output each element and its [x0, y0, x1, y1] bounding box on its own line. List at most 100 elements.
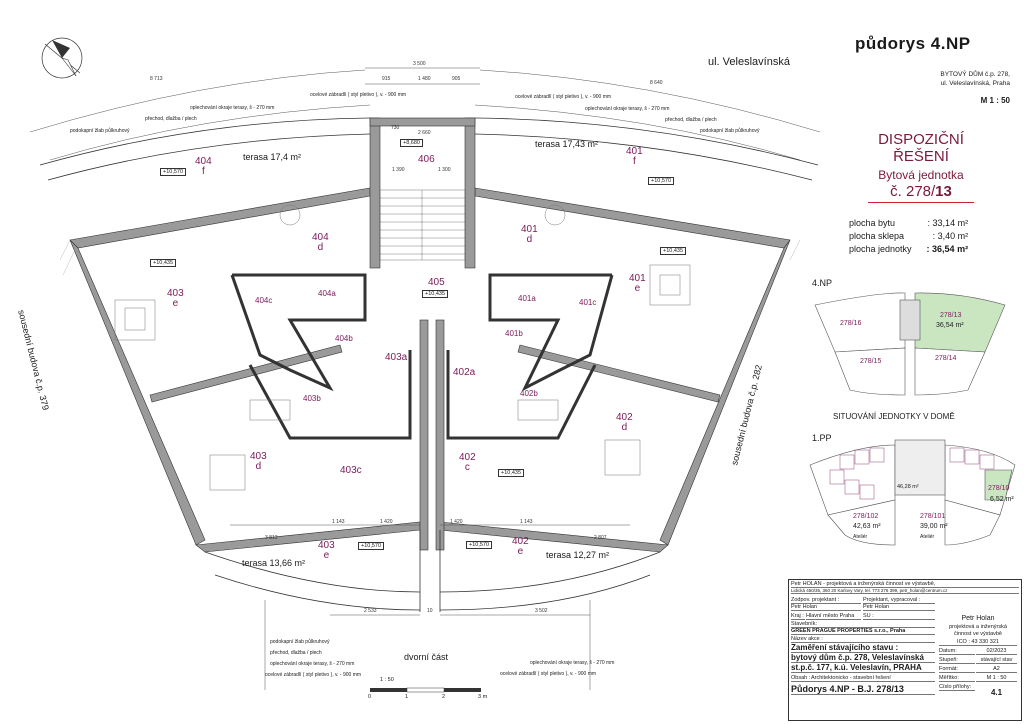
terrace-label: terasa 17,4 m² [243, 152, 302, 162]
level-marker: +10,435 [422, 290, 449, 298]
key-unit-label: 278/15 [860, 358, 882, 365]
room-id: 403 [167, 288, 184, 299]
obsah-label: Obsah : [791, 675, 811, 682]
unit-underline [868, 202, 974, 203]
stavebnik-value: GREEN PRAGUE PROPERTIES s.r.o., Praha [791, 628, 935, 635]
unit-number-prefix: č. 278/ [890, 183, 936, 200]
key-unit-label-highlight: 278/13 [940, 312, 962, 319]
right-desc: činnost ve výstavbě [954, 631, 1002, 637]
legend-bottom-line: podokapní žlab půlkruhový [270, 639, 330, 645]
disposition-title-line: DISPOZIČNÍ [878, 131, 964, 148]
room-id: 401 [521, 224, 538, 235]
meta-label: Číslo přílohy: [939, 684, 975, 691]
dimension-label: 1 143 [520, 519, 533, 525]
room-sub: f [201, 166, 205, 177]
core-walls [230, 273, 614, 440]
level-marker: +10,570 [160, 168, 187, 176]
meta-value: A2 [976, 666, 1017, 673]
area-label: plocha bytu [849, 218, 896, 228]
meta-value: M 1 : 50 [976, 675, 1017, 682]
room-sub: d [621, 422, 628, 433]
legend-bottom-line: oplechování okraje terasy, š - 270 mm [270, 661, 355, 667]
terrace-label: terasa 12,27 m² [546, 550, 610, 560]
room-id: 404 [195, 156, 212, 167]
address-line: BYTOVÝ DŮM č.p. 278, [940, 71, 1010, 78]
dimension-label: 905 [452, 76, 461, 82]
legend-top-line: přechod, dlažba / plech [665, 117, 717, 123]
meta-value: 02/2023 [976, 648, 1017, 655]
room-label: 404c [255, 296, 273, 305]
key-plan-4np [814, 292, 1006, 396]
legend-top-line: podokapní žlab půlkruhový [70, 128, 130, 134]
room-label: 401c [579, 298, 597, 307]
area-row: plocha bytu: 33,14 m² [849, 218, 971, 229]
room-sub: e [323, 550, 330, 561]
unit-number: č. 278/13 [856, 183, 986, 200]
terrace-outline-bottom [204, 530, 661, 612]
scale-tick: 3 m [478, 694, 488, 700]
meta-label: Datum: [939, 648, 975, 655]
akce-line: st.p.č. 177, k.ú. Veleslavín, PRAHA [791, 663, 935, 673]
area-label: plocha jednotky [849, 244, 912, 254]
north-arrow-icon [41, 37, 83, 79]
room-id: 403 [318, 540, 335, 551]
legend-top-line: ocelové zábradlí ( styl pletivo ), v. - … [310, 92, 407, 98]
disposition-title: DISPOZIČNÍ ŘEŠENÍ [856, 131, 986, 165]
room-label: 401a [518, 294, 536, 303]
dimension-label: 1 143 [332, 519, 345, 525]
key-unit-note: Ateliér [853, 534, 868, 540]
level-marker: +10,435 [660, 247, 687, 255]
dimension-label: 3 500 [413, 61, 426, 67]
room-label: 406 [418, 155, 435, 165]
room-id: 403 [250, 451, 267, 462]
key-unit-area: 6,52 m² [990, 496, 1014, 503]
room-label: 405 [428, 277, 445, 288]
room-label: 401b [505, 329, 523, 338]
right-name: Petr Holan [961, 615, 995, 622]
dimension-label: 10 [427, 608, 433, 614]
title-block: Petr HOLAN - projektová a inženýrská čin… [788, 579, 1022, 721]
level-marker: +8,680 [400, 139, 423, 147]
dimension-label: 3 813 [265, 535, 278, 541]
street-name: ul. Veleslavínská [708, 56, 790, 68]
level-marker: +10,570 [358, 542, 385, 550]
room-id: 402 [512, 536, 529, 547]
room-sub: e [634, 283, 641, 294]
key-unit-label: 278/101 [920, 513, 946, 520]
area-label: plocha sklepa [849, 231, 905, 241]
right-desc: projektová a inženýrská [949, 624, 1007, 630]
legend-top-line: ocelové zábradlí ( styl pletivo ), v. - … [515, 94, 612, 100]
level-marker: +10,570 [466, 541, 493, 549]
ico: IČO : 43 330 321 [939, 639, 1017, 646]
key-plan-1pp [809, 439, 1016, 546]
room-sub: e [517, 546, 524, 557]
room-id: 406 [418, 154, 435, 165]
key-unit-label: 278/14 [935, 355, 957, 362]
room-label: 402b [520, 389, 538, 398]
firm-address: Lidická 450/35, 360 20 Karlovy Vary, tel… [791, 588, 1019, 594]
address-line: ul. Veleslavínská, Praha [940, 80, 1010, 87]
key-unit-note: Ateliér [920, 534, 935, 540]
scale-tick: 2 [442, 694, 446, 700]
zodp-value: Petr Holan [791, 604, 861, 611]
terrace-outline-top [39, 117, 819, 181]
level-marker: +10,570 [648, 177, 675, 185]
area-value: : 3,40 m² [932, 231, 969, 241]
hatch [59, 239, 801, 276]
scale-bar [370, 687, 481, 693]
drawing-title: půdorys 4.NP [855, 34, 971, 53]
key-unit-area: 42,63 m² [853, 523, 881, 530]
scale-ratio: 1 : 50 [380, 677, 394, 683]
terrace-label: terasa 13,66 m² [242, 558, 306, 568]
dimension-label: 2 533 [364, 608, 377, 614]
courtyard-label: dvorní část [404, 652, 449, 662]
area-row: plocha sklepa : 3,40 m² [849, 231, 971, 242]
key-unit-label: 278/102 [853, 513, 879, 520]
room-sub: d [255, 461, 262, 472]
room-label: 404b [335, 334, 353, 343]
